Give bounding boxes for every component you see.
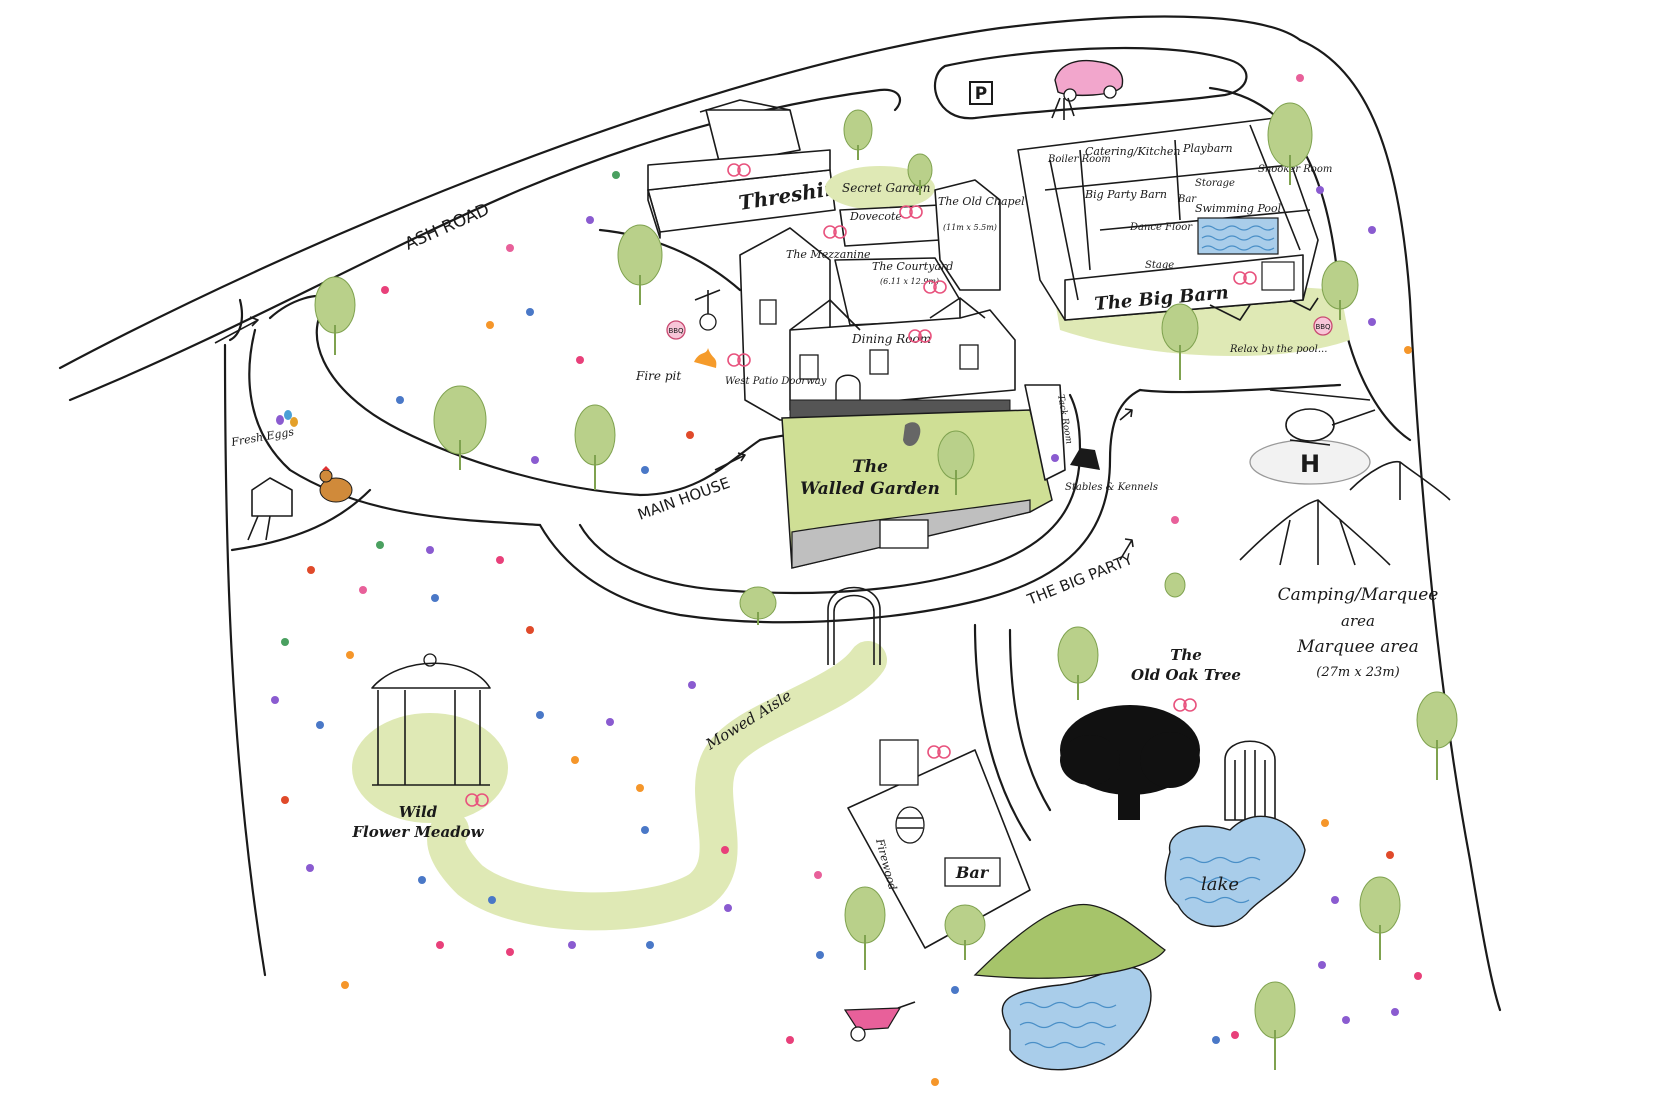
road-arrows xyxy=(214,316,1134,561)
fresh-eggs-label: Fresh Eggs xyxy=(229,425,295,449)
courtyard-dims: (6.11 x 12.9m) xyxy=(880,277,939,286)
hen-house-icon xyxy=(247,477,293,541)
marquee-dims-label: (27m x 23m) xyxy=(1316,665,1399,680)
snooker-room-label: Snooker Room xyxy=(1258,164,1332,175)
old-oak-label-1: The xyxy=(1170,646,1202,664)
stables-kennels: Tack Room Stables & Kennels xyxy=(1024,384,1158,493)
bbq-icon: BBQ xyxy=(666,320,686,340)
walled-garden-label: Walled Garden xyxy=(800,479,940,499)
trees xyxy=(314,102,1458,1070)
parking-area: P xyxy=(933,46,1248,120)
gazebo-icon xyxy=(371,653,491,786)
meadow-label-1: Wild xyxy=(399,803,438,821)
helicopter-icon xyxy=(1269,389,1376,446)
bbq-icon: BBQ xyxy=(1313,316,1333,336)
ash-road-label: ASH ROAD xyxy=(402,200,493,255)
wedding-car-icon xyxy=(1051,59,1124,120)
big-party-road-label: THE BIG PARTY xyxy=(1024,550,1136,609)
walled-garden: The Walled Garden xyxy=(781,409,1053,569)
lake-lower xyxy=(1001,966,1152,1071)
marquee-area-label: Marquee area xyxy=(1296,637,1418,657)
mowed-aisle-path xyxy=(427,641,887,931)
parking-icon xyxy=(969,81,993,105)
fire-pit-label: Fire pit xyxy=(635,369,681,383)
wheelbarrow-icon xyxy=(843,1001,916,1042)
main-house: The Mezzanine The Courtyard (6.11 x 12.9… xyxy=(739,227,1016,421)
oak-tree-icon xyxy=(1060,705,1200,820)
parking-label: P xyxy=(975,84,987,104)
dovecote: Dovecote xyxy=(839,204,941,247)
camping-marquee-label: Camping/Marquee xyxy=(1278,585,1439,605)
svg-text:BBQ: BBQ xyxy=(1315,323,1331,331)
chicken-icon xyxy=(319,466,353,503)
swimming-pool-label: Swimming Pool xyxy=(1195,202,1282,215)
secret-garden-label: Secret Garden xyxy=(842,181,931,195)
catering-kitchen-label: Catering/Kitchen xyxy=(1085,145,1181,158)
boiler-room-label: Boiler Room xyxy=(1047,154,1111,165)
wildflowers xyxy=(271,74,1422,1086)
mezzanine-label: The Mezzanine xyxy=(786,248,871,261)
sun-lounger-icon xyxy=(1209,297,1319,321)
dining-room-label: Dining Room xyxy=(851,332,931,346)
bar-area: Bar Firewood xyxy=(847,739,1031,949)
the-old-chapel: The Old Chapel (11m x 5.5m) xyxy=(934,179,1025,291)
grassy-hill xyxy=(973,903,1166,979)
the-big-barn: Boiler Room Catering/Kitchen Playbarn Bi… xyxy=(1017,117,1350,357)
svg-text:BBQ: BBQ xyxy=(668,327,684,335)
main-house-road-label: MAIN HOUSE xyxy=(635,474,732,524)
walled-garden-label-1: The xyxy=(852,457,888,477)
bigbarn-bar-label: Bar xyxy=(1177,194,1197,205)
birdcage-icon xyxy=(1224,740,1276,821)
helipad-icon: H xyxy=(1249,439,1371,485)
bell-tent-icon xyxy=(1239,461,1451,566)
patio-area: BBQ Fire pit West Patio Doorway xyxy=(635,289,827,387)
playbarn-label: Playbarn xyxy=(1182,142,1233,155)
camping-area-label: area xyxy=(1341,612,1375,630)
relax-pool-label: Relax by the pool... xyxy=(1229,344,1327,355)
lake-upper: lake xyxy=(1164,815,1306,928)
big-party-barn-label: Big Party Barn xyxy=(1084,188,1167,201)
fire-pit-icon xyxy=(694,348,717,368)
stage-label: Stage xyxy=(1145,260,1174,271)
fresh-eggs: Fresh Eggs xyxy=(229,410,353,541)
west-patio-label: West Patio Doorway xyxy=(725,376,827,387)
arch-icon xyxy=(827,586,881,665)
wedding-rings-icon xyxy=(465,163,1257,807)
lake-label: lake xyxy=(1201,874,1239,895)
stables-label: Stables & Kennels xyxy=(1065,482,1158,493)
courtyard-label: The Courtyard xyxy=(872,260,953,273)
wild-flower-meadow-label: Flower Meadow xyxy=(351,823,484,841)
old-chapel-label: The Old Chapel xyxy=(938,195,1025,208)
beehive-icon xyxy=(895,806,925,844)
secret-garden-lawn xyxy=(825,166,935,210)
dovecote-label: Dovecote xyxy=(849,210,902,223)
old-chapel-dims: (11m x 5.5m) xyxy=(943,223,997,232)
storage-label: Storage xyxy=(1195,178,1235,189)
old-oak-tree-label: Old Oak Tree xyxy=(1131,666,1241,684)
bar-label: Bar xyxy=(955,863,990,882)
dance-floor-label: Dance Floor xyxy=(1129,222,1193,233)
svg-text:H: H xyxy=(1300,450,1320,478)
